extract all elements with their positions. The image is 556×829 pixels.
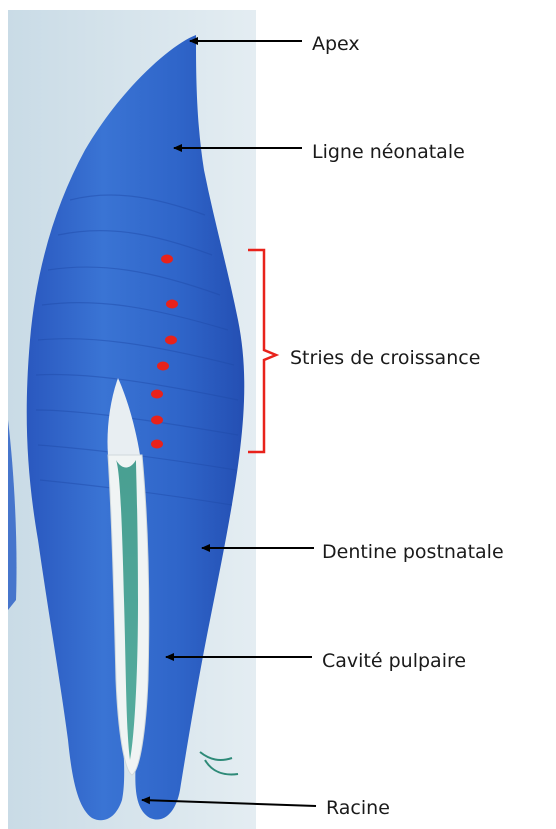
- growth-marker: [151, 390, 163, 399]
- growth-marker: [165, 336, 177, 345]
- growth-marker: [161, 255, 173, 264]
- growth-marker: [151, 440, 163, 449]
- growth-marker: [166, 300, 178, 309]
- neonatal-line-label: Ligne néonatale: [312, 141, 465, 163]
- pulp-cavity-label: Cavité pulpaire: [322, 650, 466, 672]
- postnatal-dentin-label: Dentine postnatale: [322, 541, 504, 563]
- growth-marker: [151, 416, 163, 425]
- root-label: Racine: [326, 797, 390, 819]
- growth-marker: [157, 362, 169, 371]
- growth-striae-label: Stries de croissance: [290, 347, 480, 369]
- apex-label: Apex: [312, 33, 360, 55]
